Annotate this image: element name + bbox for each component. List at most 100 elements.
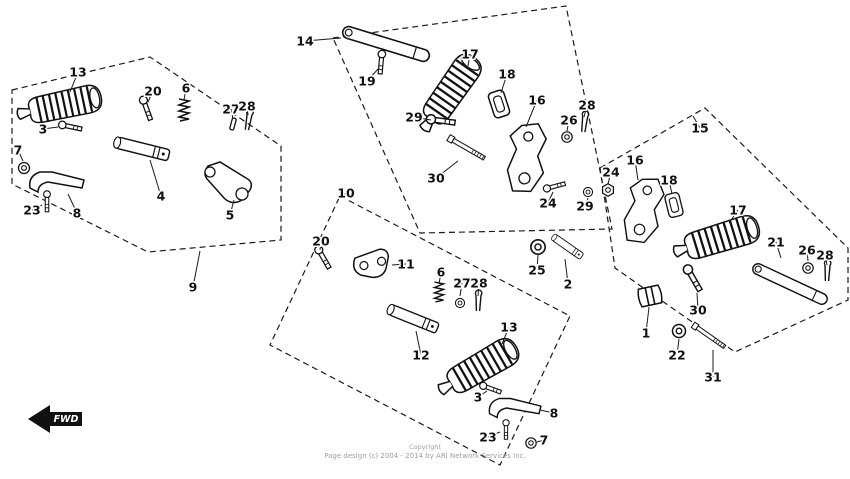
part-number-label-3-left: 3 (39, 122, 48, 137)
leader-line-24-top (547, 191, 554, 204)
leader-line-14-top (304, 37, 342, 42)
leader-line-11-bottom (391, 263, 407, 266)
part-number-label-16-right: 16 (626, 153, 644, 168)
leader-line-15-right (692, 115, 701, 129)
leader-line-20-bottom (319, 240, 322, 251)
copyright-line-1: Copyright (409, 443, 441, 451)
part-number-label-29-top2: 29 (576, 199, 593, 214)
part-washer-26-top (561, 131, 573, 143)
part-nut-7-left (17, 161, 31, 175)
leader-line-6-bottom (438, 271, 442, 285)
leader-line-26-right (806, 249, 809, 262)
part-arm-5-left (204, 161, 253, 204)
leader-line-28-right (824, 254, 828, 266)
part-number-label-8-left: 8 (73, 206, 82, 221)
part-number-label-13-left: 13 (69, 65, 86, 80)
leader-line-26-top (566, 119, 570, 132)
part-nut-7-bottom (525, 437, 537, 449)
leader-line-30-right (696, 292, 699, 311)
part-number-label-28-left: 28 (238, 99, 255, 114)
part-number-label-13-bottom: 13 (500, 320, 517, 335)
leader-line-13-bottom (501, 326, 510, 345)
part-number-label-20-left: 20 (144, 84, 162, 99)
part-number-label-29-top: 29 (405, 110, 422, 125)
leader-line-10-bottom (340, 192, 347, 199)
leader-line-18-top (500, 73, 508, 94)
assembly-box-bottom (269, 195, 571, 466)
part-number-label-28-bottom: 28 (470, 276, 487, 291)
leader-line-4-left (149, 159, 162, 197)
leader-line-9-left (192, 250, 201, 288)
part-number-label-30-right: 30 (689, 303, 707, 318)
part-number-label-6-left: 6 (182, 81, 191, 96)
part-number-label-18-right: 18 (660, 173, 677, 188)
part-number-label-23-bottom: 23 (479, 430, 496, 445)
fwd-label: FWD (54, 414, 79, 425)
leader-line-5-left (229, 199, 235, 216)
part-number-label-5-left: 5 (226, 208, 235, 223)
leader-line-27-left (230, 108, 234, 120)
leader-line-7-left (17, 149, 24, 162)
part-number-label-31-right: 31 (704, 370, 721, 385)
fwd-arrow-icon (28, 405, 82, 433)
part-number-label-7-left: 7 (14, 143, 23, 158)
part-number-label-28-top: 28 (578, 98, 595, 113)
leader-line-1-right (645, 306, 650, 334)
leader-line-12-bottom (415, 330, 422, 356)
part-number-label-25-top: 25 (528, 263, 545, 278)
part-number-label-24-top2: 24 (602, 165, 620, 180)
part-number-label-17-right: 17 (729, 203, 746, 218)
leader-line-17-top (467, 53, 471, 67)
part-number-label-26-top: 26 (560, 113, 578, 128)
leader-line-7-bottom (536, 439, 545, 443)
part-number-label-21-right: 21 (767, 235, 784, 250)
part-number-label-27-left: 27 (222, 102, 239, 117)
part-number-label-26-right: 26 (798, 243, 816, 258)
part-number-label-22-right: 22 (668, 348, 685, 363)
part-number-label-17-top: 17 (461, 47, 478, 62)
part-number-label-19-top: 19 (358, 74, 375, 89)
leader-line-24-top2 (607, 171, 612, 185)
part-washer-22 (671, 323, 687, 339)
leader-line-21-right (775, 241, 782, 259)
part-washer-26-right (802, 262, 814, 274)
part-number-label-11-bottom: 11 (397, 257, 414, 272)
part-rubber-1 (636, 284, 664, 308)
leader-line-8-bottom (539, 409, 555, 414)
part-number-label-20-bottom: 20 (312, 234, 330, 249)
leader-line-2-top (564, 258, 569, 285)
part-number-label-6-bottom: 6 (437, 265, 446, 280)
part-number-label-14-top: 14 (296, 34, 314, 49)
leader-line-28-top (583, 104, 588, 118)
leader-line-23-left (31, 204, 43, 211)
leader-line-16-top (525, 99, 538, 128)
leader-line-19-top (366, 67, 380, 82)
part-washer-29-top-b (582, 186, 594, 198)
leader-line-13-left (69, 71, 79, 93)
part-number-label-8-bottom: 8 (550, 406, 559, 421)
part-number-label-12-bottom: 12 (412, 348, 429, 363)
part-nut-24-top-b (601, 183, 615, 197)
leader-line-29-top (413, 116, 432, 121)
part-number-label-1-right: 1 (642, 326, 651, 341)
part-number-label-28-right: 28 (816, 248, 833, 263)
part-number-label-30-top: 30 (427, 171, 445, 186)
part-number-label-16-top: 16 (528, 93, 546, 108)
part-number-label-15-right: 15 (691, 121, 708, 136)
leader-line-20-left (147, 90, 154, 103)
part-number-label-18-top: 18 (498, 67, 515, 82)
part-washer-25 (530, 239, 546, 255)
part-clamp-11 (352, 248, 390, 279)
leader-line-16-right (634, 159, 639, 181)
leader-line-28-bottom (477, 282, 480, 297)
leader-line-8-left (67, 193, 78, 214)
leader-line-18-right (668, 179, 673, 195)
part-number-label-2-top: 2 (564, 277, 573, 292)
leader-line-3-left (42, 126, 59, 130)
leader-line-28-left (246, 105, 249, 116)
leader-line-25-top (536, 254, 539, 271)
part-number-label-23-left: 23 (23, 203, 40, 218)
